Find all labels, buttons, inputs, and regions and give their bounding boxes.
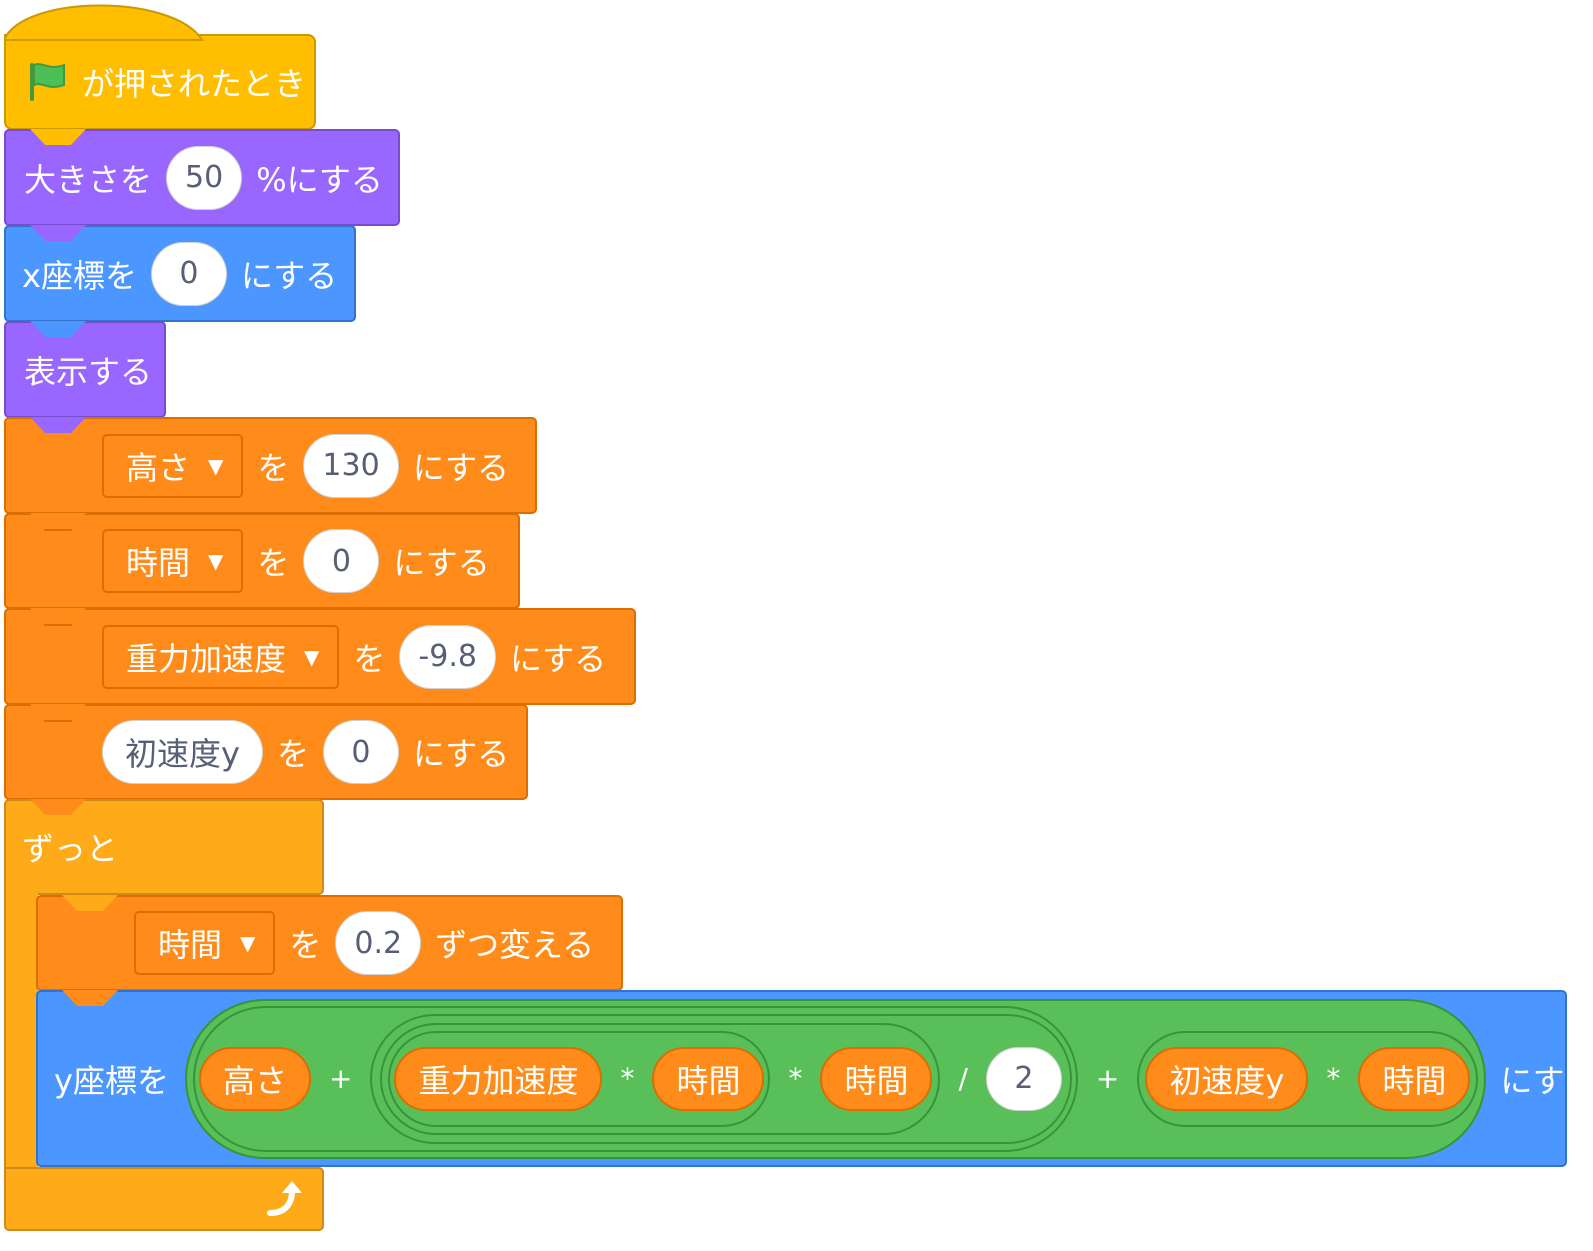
change-time-block[interactable]: 時間 ▼ を 0.2 ずつ変える [36, 895, 623, 991]
multiply-operator-outer[interactable]: 重力加速度 * 時間 * 時間 [380, 1022, 941, 1135]
variable-name: 時間 [126, 544, 191, 582]
plus-sign: + [1095, 1062, 1120, 1095]
change-value-input[interactable]: 0.2 [335, 911, 422, 975]
set-time-block[interactable]: 時間 ▼ を 0 にする [4, 513, 520, 609]
forever-arm [4, 893, 38, 1169]
hat-cap [4, 4, 204, 41]
set-height-block[interactable]: 高さ ▼ を 130 にする [4, 417, 537, 514]
forever-bottom [4, 1167, 324, 1231]
loop-arrow-icon [267, 1181, 302, 1216]
variable-name: 高さ [126, 448, 191, 487]
show-label: 表示する [24, 352, 153, 391]
multiply-operator-inner[interactable]: 重力加速度 * 時間 [388, 1030, 771, 1127]
chevron-down-icon: ▼ [208, 549, 224, 573]
suffix-label: にする [412, 448, 510, 487]
variable-name: 時間 [158, 926, 223, 964]
variable-field-initial-velocity[interactable]: 初速度y [102, 720, 263, 784]
times-sign: * [620, 1062, 635, 1095]
set-y-block[interactable]: y座標を 高さ + 重力加速度 * 時間 * 時間 / 2 + 初 [36, 990, 1593, 1167]
suffix-label: ずつ変える [435, 926, 595, 964]
set-y-suffix: にする [1500, 1061, 1593, 1100]
variable-reporter-initial-velocity[interactable]: 初速度y [1145, 1046, 1309, 1111]
initial-velocity-value-input[interactable]: 0 [322, 720, 399, 784]
connector-label: を [257, 448, 290, 487]
connector-label: を [276, 735, 309, 773]
x-input[interactable]: 0 [150, 241, 227, 306]
divide-sign: / [958, 1062, 968, 1095]
times-sign: * [788, 1062, 803, 1095]
set-x-suffix: にする [240, 256, 338, 295]
suffix-label: にする [412, 735, 510, 773]
plus-sign: + [328, 1062, 353, 1095]
divide-operator[interactable]: 重力加速度 * 時間 * 時間 / 2 [370, 1013, 1072, 1144]
set-x-prefix: x座標を [22, 256, 137, 295]
set-gravity-block[interactable]: 重力加速度 ▼ を -9.8 にする [4, 608, 636, 705]
chevron-down-icon: ▼ [304, 644, 320, 669]
forever-label: ずっと [22, 830, 119, 868]
add-operator-outer[interactable]: 高さ + 重力加速度 * 時間 * 時間 / 2 + 初速度y * 時間 [184, 998, 1487, 1159]
variable-dropdown-height[interactable]: 高さ ▼ [102, 433, 244, 498]
hat-label: が押されたとき [82, 65, 307, 103]
set-y-prefix: y座標を [54, 1061, 169, 1100]
variable-reporter-height[interactable]: 高さ [198, 1046, 311, 1111]
connector-label: を [257, 544, 290, 582]
height-value-input[interactable]: 130 [303, 433, 399, 498]
chevron-down-icon: ▼ [240, 931, 256, 955]
forever-block[interactable]: ずっと [4, 799, 326, 1231]
variable-reporter-time[interactable]: 時間 [652, 1046, 765, 1111]
set-size-prefix: 大きさを [24, 160, 153, 199]
multiply-operator-velocity[interactable]: 初速度y * 時間 [1137, 1030, 1479, 1127]
variable-dropdown-time[interactable]: 時間 ▼ [102, 529, 244, 593]
gravity-value-input[interactable]: -9.8 [399, 624, 496, 689]
connector-label: を [353, 639, 386, 678]
when-flag-clicked-block[interactable]: が押されたとき [4, 34, 316, 130]
size-input[interactable]: 50 [166, 145, 243, 210]
chevron-down-icon: ▼ [208, 453, 224, 478]
variable-dropdown-gravity[interactable]: 重力加速度 ▼ [102, 624, 340, 689]
variable-name: 重力加速度 [126, 639, 287, 678]
variable-dropdown-time[interactable]: 時間 ▼ [134, 911, 276, 975]
set-size-block[interactable]: 大きさを 50 %にする [4, 129, 400, 226]
suffix-label: にする [509, 639, 607, 678]
variable-reporter-time[interactable]: 時間 [820, 1046, 933, 1111]
show-block[interactable]: 表示する [4, 321, 166, 418]
set-size-suffix: %にする [256, 160, 383, 199]
suffix-label: にする [393, 544, 490, 582]
variable-reporter-time[interactable]: 時間 [1358, 1046, 1471, 1111]
set-initial-velocity-block[interactable]: 初速度y を 0 にする [4, 704, 528, 800]
time-value-input[interactable]: 0 [303, 529, 380, 593]
divisor-input[interactable]: 2 [985, 1046, 1062, 1111]
times-sign: * [1326, 1062, 1341, 1095]
add-operator-inner[interactable]: 高さ + 重力加速度 * 時間 * 時間 / 2 [192, 1005, 1078, 1152]
green-flag-icon [30, 63, 65, 101]
variable-reporter-gravity[interactable]: 重力加速度 [394, 1046, 603, 1111]
connector-label: を [289, 926, 322, 964]
forever-top: ずっと [4, 799, 324, 895]
set-x-block[interactable]: x座標を 0 にする [4, 225, 356, 322]
